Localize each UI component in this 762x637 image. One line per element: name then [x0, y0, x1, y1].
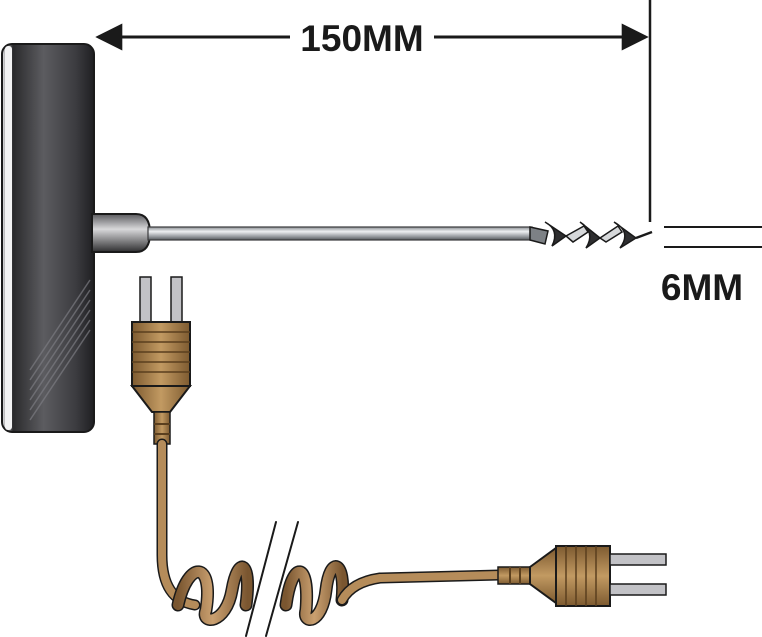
pin-right — [170, 276, 183, 326]
probe-collar — [91, 213, 152, 253]
diameter-dimension: 6MM — [661, 226, 762, 308]
length-label: 150MM — [300, 18, 423, 59]
pin-top — [609, 553, 667, 566]
cable-coil-left — [171, 560, 254, 626]
cable-coil-right — [279, 560, 350, 626]
corkscrew-tip — [529, 221, 653, 249]
probe-handle — [1, 43, 95, 433]
cable-connector-top — [129, 276, 193, 445]
pin-bottom — [609, 583, 667, 596]
length-dimension: 150MM — [95, 0, 652, 222]
thermocouple-plug — [497, 545, 667, 607]
coiled-cable — [156, 438, 506, 637]
probe-shaft — [147, 226, 533, 241]
cable-break-marks — [245, 521, 299, 637]
diameter-label: 6MM — [661, 267, 743, 308]
handle-highlight-stripes — [29, 279, 91, 421]
pin-left — [139, 276, 152, 326]
